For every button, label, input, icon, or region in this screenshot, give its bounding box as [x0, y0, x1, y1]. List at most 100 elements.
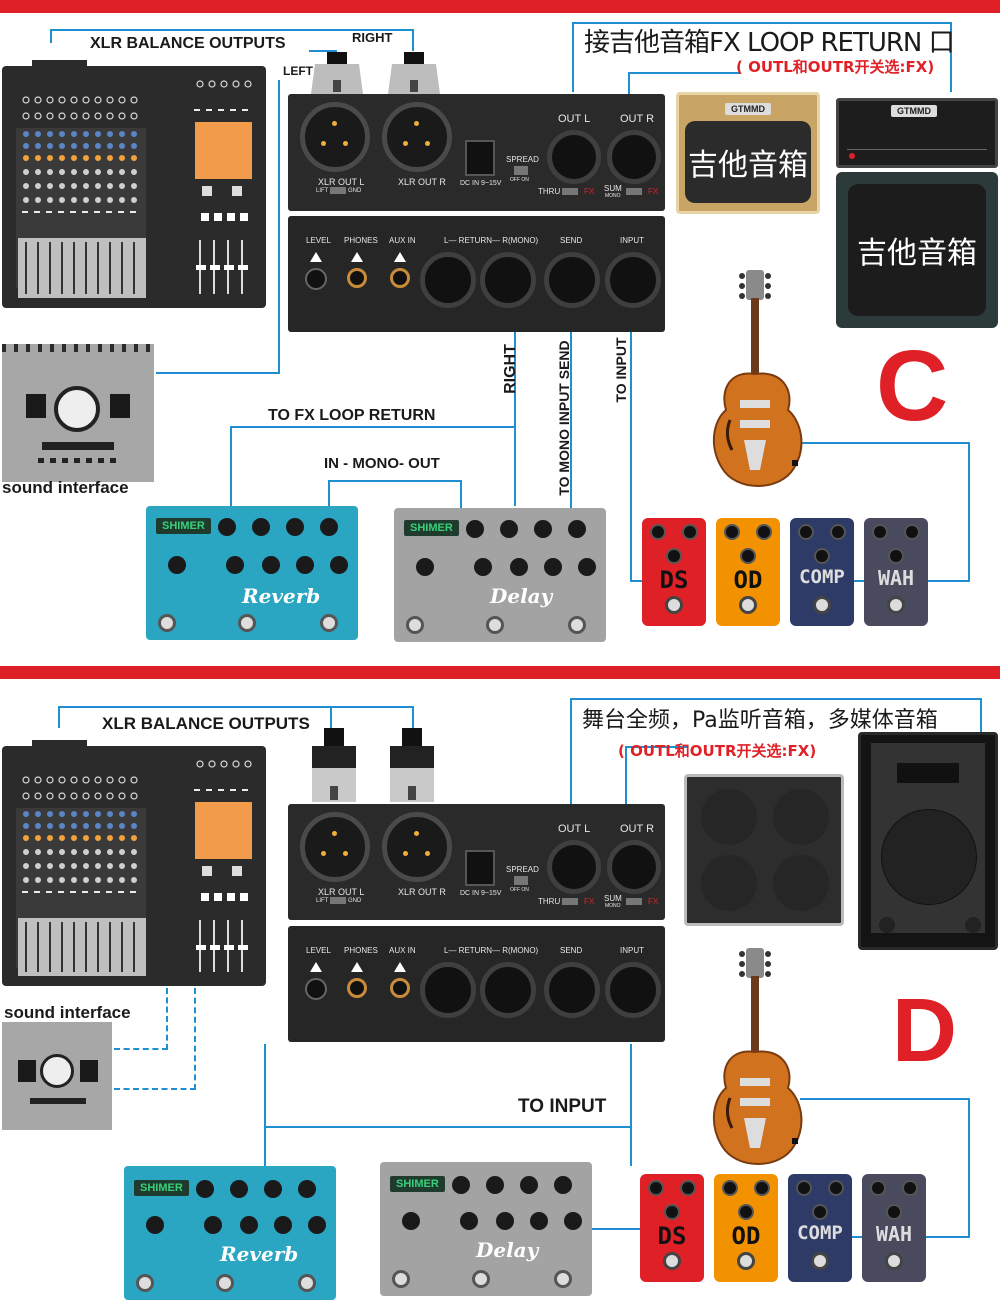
return-l-jack-d[interactable] — [420, 962, 476, 1018]
delay-d-knob-3[interactable] — [520, 1176, 538, 1194]
delay-footswitch-3[interactable] — [568, 616, 586, 634]
xlr-out-r-jack-d[interactable] — [382, 812, 452, 882]
stomp-comp-switch-d[interactable] — [811, 1252, 829, 1270]
reverb-d-knob-9[interactable] — [308, 1216, 326, 1234]
delay-d-knob-6[interactable] — [460, 1212, 478, 1230]
stomp-od-switch-d[interactable] — [737, 1252, 755, 1270]
reverb-d-knob-7[interactable] — [240, 1216, 258, 1234]
out-r-sum-fx-switch-d[interactable] — [626, 898, 642, 905]
wire-xlr-top — [50, 29, 52, 43]
xlr-out-r-jack[interactable] — [382, 102, 452, 172]
reverb-d-footswitch-3[interactable] — [298, 1274, 316, 1292]
reverb-d-footswitch-2[interactable] — [216, 1274, 234, 1292]
lift-gnd-switch-d[interactable] — [330, 897, 346, 904]
lift-gnd-switch[interactable] — [330, 187, 346, 194]
aux-in-jack-d[interactable] — [390, 978, 410, 998]
delay-knob-8[interactable] — [544, 558, 562, 576]
out-r-jack[interactable] — [607, 130, 661, 184]
send-label-d: SEND — [560, 946, 583, 955]
to-input-vertical-label: TO INPUT — [613, 337, 629, 403]
delay-knob-1[interactable] — [466, 520, 484, 538]
phones-jack-d[interactable] — [347, 978, 367, 998]
reverb-d-knob-1[interactable] — [196, 1180, 214, 1198]
delay-d-footswitch-3[interactable] — [554, 1270, 572, 1288]
stomp-wah-switch[interactable] — [887, 596, 905, 614]
input-jack[interactable] — [605, 252, 661, 308]
delay-d-knob-8[interactable] — [530, 1212, 548, 1230]
spread-switch-d[interactable] — [514, 876, 528, 885]
level-knob[interactable] — [305, 268, 327, 290]
delay-knob-7[interactable] — [510, 558, 528, 576]
delay-d-knob-2[interactable] — [486, 1176, 504, 1194]
out-l-jack[interactable] — [547, 130, 601, 184]
reverb-d-knob-6[interactable] — [204, 1216, 222, 1234]
return-r-jack[interactable] — [480, 252, 536, 308]
reverb-footswitch-2[interactable] — [238, 614, 256, 632]
reverb-knob-6[interactable] — [226, 556, 244, 574]
stomp-wah-switch-d[interactable] — [885, 1252, 903, 1270]
dc-in-jack-d[interactable] — [465, 850, 495, 886]
dc-in-jack[interactable] — [465, 140, 495, 176]
reverb-knob-9[interactable] — [330, 556, 348, 574]
delay-d-knob-7[interactable] — [496, 1212, 514, 1230]
delay-d-footswitch-2[interactable] — [472, 1270, 490, 1288]
reverb-knob-7[interactable] — [262, 556, 280, 574]
reverb-d-knob-3[interactable] — [264, 1180, 282, 1198]
delay-knob-9[interactable] — [578, 558, 596, 576]
delay-d-knob-5[interactable] — [402, 1212, 420, 1230]
reverb-brand-d: SHIMER — [134, 1180, 189, 1196]
out-l-thru-fx-switch[interactable] — [562, 188, 578, 195]
reverb-footswitch-1[interactable] — [158, 614, 176, 632]
delay-brand: SHIMER — [404, 520, 459, 536]
phones-jack[interactable] — [347, 268, 367, 288]
reverb-d-knob-2[interactable] — [230, 1180, 248, 1198]
aux-in-jack[interactable] — [390, 268, 410, 288]
guitar-amp-head: GTMMD — [836, 98, 998, 168]
out-r-sum-fx-switch[interactable] — [626, 188, 642, 195]
stomp-ds-switch-d[interactable] — [663, 1252, 681, 1270]
stomp-comp-switch[interactable] — [813, 596, 831, 614]
delay-d-knob-1[interactable] — [452, 1176, 470, 1194]
send-jack-d[interactable] — [544, 962, 600, 1018]
xlr-outputs-label: XLR BALANCE OUTPUTS — [90, 35, 286, 52]
delay-footswitch-1[interactable] — [406, 616, 424, 634]
reverb-knob-5[interactable] — [168, 556, 186, 574]
delay-d-knob-9[interactable] — [564, 1212, 582, 1230]
reverb-knob-1[interactable] — [218, 518, 236, 536]
reverb-footswitch-3[interactable] — [320, 614, 338, 632]
delay-d-footswitch-1[interactable] — [392, 1270, 410, 1288]
xlr-out-l-jack[interactable] — [300, 102, 370, 172]
delay-knob-2[interactable] — [500, 520, 518, 538]
xlr-out-l-jack-d[interactable] — [300, 812, 370, 882]
send-jack[interactable] — [544, 252, 600, 308]
reverb-knob-2[interactable] — [252, 518, 270, 536]
stomp-ds-name: DS — [659, 566, 689, 594]
delay-knob-4[interactable] — [568, 520, 586, 538]
out-l-thru-fx-switch-d[interactable] — [562, 898, 578, 905]
reverb-d-footswitch-1[interactable] — [136, 1274, 154, 1292]
reverb-d-knob-5[interactable] — [146, 1216, 164, 1234]
delay-knob-6[interactable] — [474, 558, 492, 576]
return-l-jack[interactable] — [420, 252, 476, 308]
delay-knob-5[interactable] — [416, 558, 434, 576]
delay-footswitch-2[interactable] — [486, 616, 504, 634]
delay-d-knob-4[interactable] — [554, 1176, 572, 1194]
stomp-ds-c: DS — [642, 518, 706, 626]
reverb-knob-4[interactable] — [320, 518, 338, 536]
interface-main-knob[interactable] — [54, 386, 100, 432]
input-jack-d[interactable] — [605, 962, 661, 1018]
out-l-jack-d[interactable] — [547, 840, 601, 894]
reverb-knob-8[interactable] — [296, 556, 314, 574]
interface-main-knob-d[interactable] — [40, 1054, 74, 1088]
return-r-jack-d[interactable] — [480, 962, 536, 1018]
spread-switch[interactable] — [514, 166, 528, 175]
delay-knob-3[interactable] — [534, 520, 552, 538]
out-r-jack-d[interactable] — [607, 840, 661, 894]
reverb-d-knob-8[interactable] — [274, 1216, 292, 1234]
reverb-d-knob-4[interactable] — [298, 1180, 316, 1198]
reverb-knob-3[interactable] — [286, 518, 304, 536]
stomp-ds-switch[interactable] — [665, 596, 683, 614]
level-knob-d[interactable] — [305, 978, 327, 1000]
spread-label: SPREAD — [506, 155, 539, 164]
stomp-od-switch[interactable] — [739, 596, 757, 614]
